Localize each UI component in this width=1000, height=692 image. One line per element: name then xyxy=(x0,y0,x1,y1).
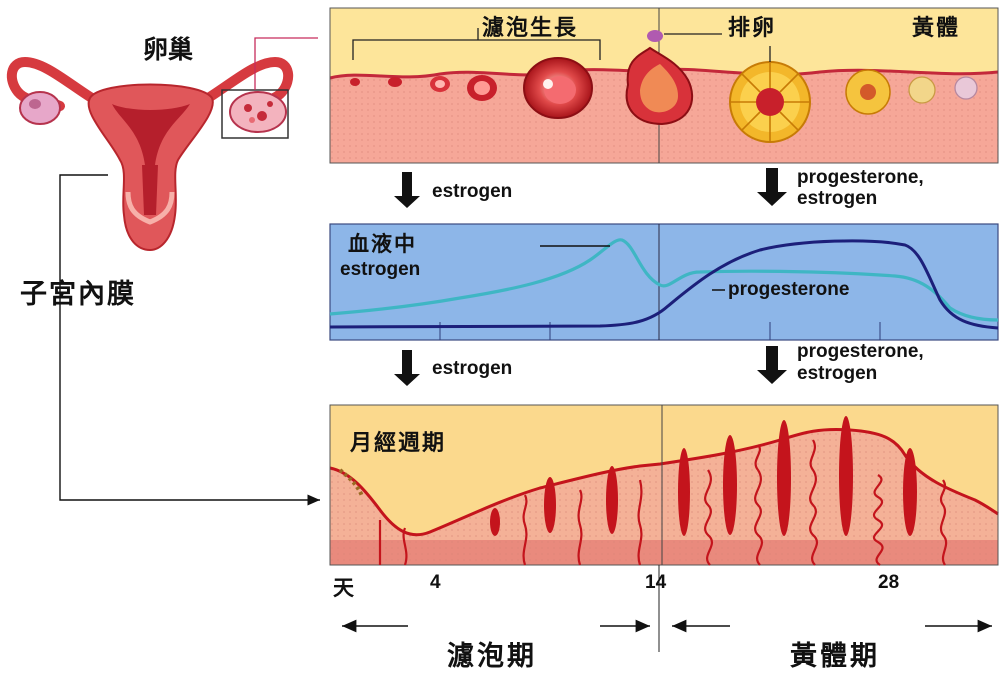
endometrium-panel xyxy=(329,404,999,566)
endometrial-glands xyxy=(490,416,917,536)
uterus-illustration xyxy=(6,37,318,252)
left-ovary xyxy=(19,91,61,125)
progesterone-curve-label: progesterone xyxy=(728,279,850,300)
arrow-top-right-label-1: progesterone, xyxy=(797,167,924,188)
endometrium-label: 子宮內膜 xyxy=(20,279,136,310)
menstrual-cycle-label: 月經週期 xyxy=(350,430,447,456)
spiral-arteries xyxy=(378,439,948,566)
ovary-label: 卵巢 xyxy=(143,35,194,64)
hormone-arrows-top xyxy=(394,168,787,208)
ovulation-label: 排卵 xyxy=(728,15,777,41)
ovary-panel xyxy=(329,7,999,164)
arrow-mid-right-label-2: estrogen xyxy=(797,363,878,384)
luteal-phase-label: 黃體期 xyxy=(790,641,880,672)
day-tick-4: 4 xyxy=(430,572,441,593)
day-unit-label: 天 xyxy=(333,575,354,600)
estrogen-curve xyxy=(329,238,999,322)
progesterone-line xyxy=(329,239,999,330)
follicle-growth-label: 濾泡生長 xyxy=(482,15,579,41)
blood-estrogen-label: estrogen xyxy=(340,259,421,280)
arrow-top-left-label: estrogen xyxy=(432,181,513,202)
arrow-top-right-label-2: estrogen xyxy=(797,188,878,209)
day-axis xyxy=(342,565,992,652)
blood-level-label: 血液中 xyxy=(348,231,417,256)
arrow-mid-left-label: estrogen xyxy=(432,358,513,379)
follicular-phase-label: 濾泡期 xyxy=(447,641,537,672)
day-tick-28: 28 xyxy=(878,572,900,593)
corpus-luteum-large xyxy=(729,61,811,143)
endometrium-connector xyxy=(59,174,320,506)
hormone-arrows-mid xyxy=(394,346,787,386)
day-tick-14: 14 xyxy=(645,572,667,593)
arrow-mid-right-label-1: progesterone, xyxy=(797,341,924,362)
blood-hormone-panel xyxy=(329,223,999,341)
corpus-luteum-label: 黃體 xyxy=(912,15,961,41)
right-ovary xyxy=(229,91,287,133)
